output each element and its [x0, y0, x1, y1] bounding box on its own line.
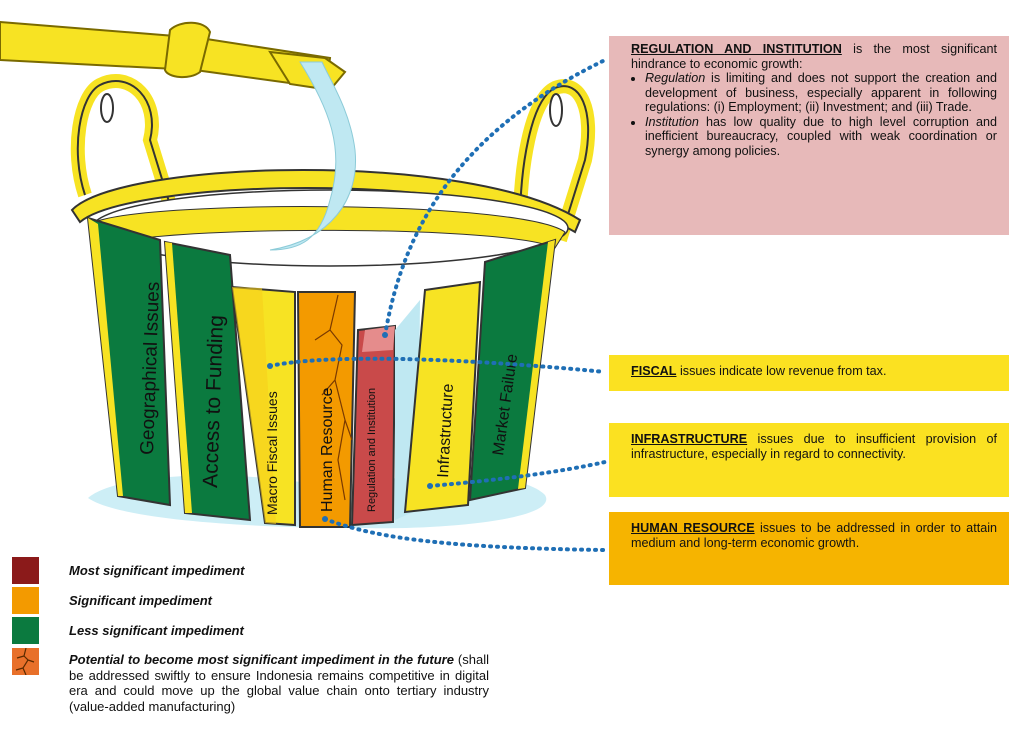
callout-regulation-intro: is the most significant hindrance to eco… [631, 42, 997, 71]
bucket-handle-outline [76, 80, 171, 206]
callout-infrastructure-keyword: INFRASTRUCTURE [631, 432, 748, 446]
callout-regulation: REGULATION AND INSTITUTION is the most s… [609, 36, 1009, 235]
stave-infrastructure [403, 280, 482, 514]
callout-infrastructure: INFRASTRUCTURE issues due to insufficien… [609, 423, 1009, 497]
bucket-back-wall [94, 206, 566, 249]
bucket-rim [70, 169, 582, 234]
stave-label-infrastructure: Infrastructure [435, 383, 457, 478]
connector-fiscal [268, 356, 607, 374]
stave-label-regulation: Regulation and Institution [366, 388, 378, 512]
crack-lines [314, 294, 353, 501]
stave-geographical [86, 216, 172, 507]
callout-fiscal-text: issues indicate low revenue from tax. [676, 364, 887, 378]
stave-regulation [350, 324, 397, 527]
callout-human-resource: HUMAN RESOURCE issues to be addressed in… [609, 512, 1009, 585]
legend-label-potential: Potential to become most significant imp… [69, 652, 489, 714]
callout-fiscal: FISCAL issues indicate low revenue from … [609, 355, 1009, 391]
legend-swatch-cracked [12, 648, 39, 675]
pipe-end [163, 21, 212, 78]
stave-label-macro-fiscal: Macro Fiscal Issues [264, 391, 280, 515]
callout-infrastructure-text: issues due to insufficient provision of … [631, 432, 997, 461]
connector-infrastructure [428, 460, 607, 488]
legend-swatch-significant [12, 587, 39, 614]
legend-potential-note: (shall be addressed swiftly to ensure In… [69, 652, 489, 714]
callout-human-resource-keyword: HUMAN RESOURCE [631, 521, 755, 535]
connector-regulation [383, 58, 607, 337]
legend-label-significant: Significant impediment [69, 593, 213, 608]
legend-label-most: Most significant impediment [69, 563, 245, 578]
connector-human-resource [323, 517, 607, 552]
water-stream [269, 61, 357, 251]
callout-fiscal-keyword: FISCAL [631, 364, 677, 378]
callout-regulation-keyword: REGULATION AND INSTITUTION [631, 42, 842, 56]
callout-regulation-bullet-1: Regulation is limiting and does not supp… [645, 71, 997, 115]
stave-label-human-resource: Human Resource [319, 387, 336, 512]
callout-human-resource-text: issues to be addressed in order to attai… [631, 521, 997, 550]
legend-swatch-most [12, 557, 39, 584]
legend-potential-bold: Potential to become most significant imp… [69, 652, 454, 667]
callout-regulation-bullet-2: Institution has low quality due to high … [645, 115, 997, 159]
legend-swatch-less [12, 617, 39, 644]
legend-label-less: Less significant impediment [69, 623, 244, 638]
